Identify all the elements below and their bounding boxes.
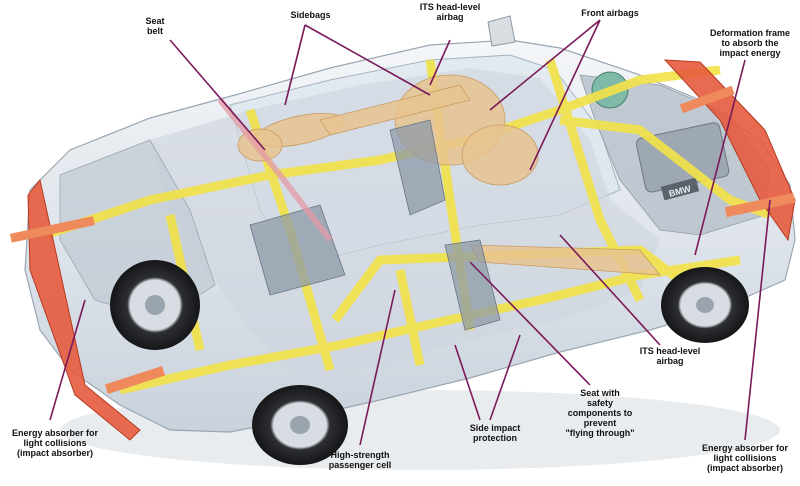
engine-badge-plate <box>660 177 700 201</box>
spare-wheel-hub <box>145 295 165 315</box>
label-side-impact-protection: Side impact protection <box>469 423 521 443</box>
label-energy-absorber-left: Energy absorber for light collisions (im… <box>11 428 99 458</box>
label-deformation-frame: Deformation frame to absorb the impact e… <box>709 28 790 58</box>
rear-bumper-absorber <box>9 178 166 441</box>
label-its-head-level-airbag-top: ITS head-level airbag <box>419 2 481 22</box>
annotation-lines <box>49 19 771 446</box>
label-seat-belt: Seat belt <box>145 16 165 36</box>
label-seat-safety-components: Seat with safety components to prevent "… <box>565 388 635 438</box>
side-mirror <box>487 15 516 47</box>
sidebag-tube <box>217 98 333 242</box>
label-front-airbags: Front airbags <box>581 8 639 18</box>
label-high-strength-cell: High-strength passenger cell <box>328 450 392 470</box>
label-its-head-level-airbag-bottom: ITS head-level airbag <box>639 346 701 366</box>
label-sidebags: Sidebags <box>290 10 331 20</box>
label-energy-absorber-right: Energy absorber for light collisions (im… <box>701 443 789 473</box>
rear-wheel <box>252 385 348 465</box>
front-wheel <box>661 267 749 343</box>
